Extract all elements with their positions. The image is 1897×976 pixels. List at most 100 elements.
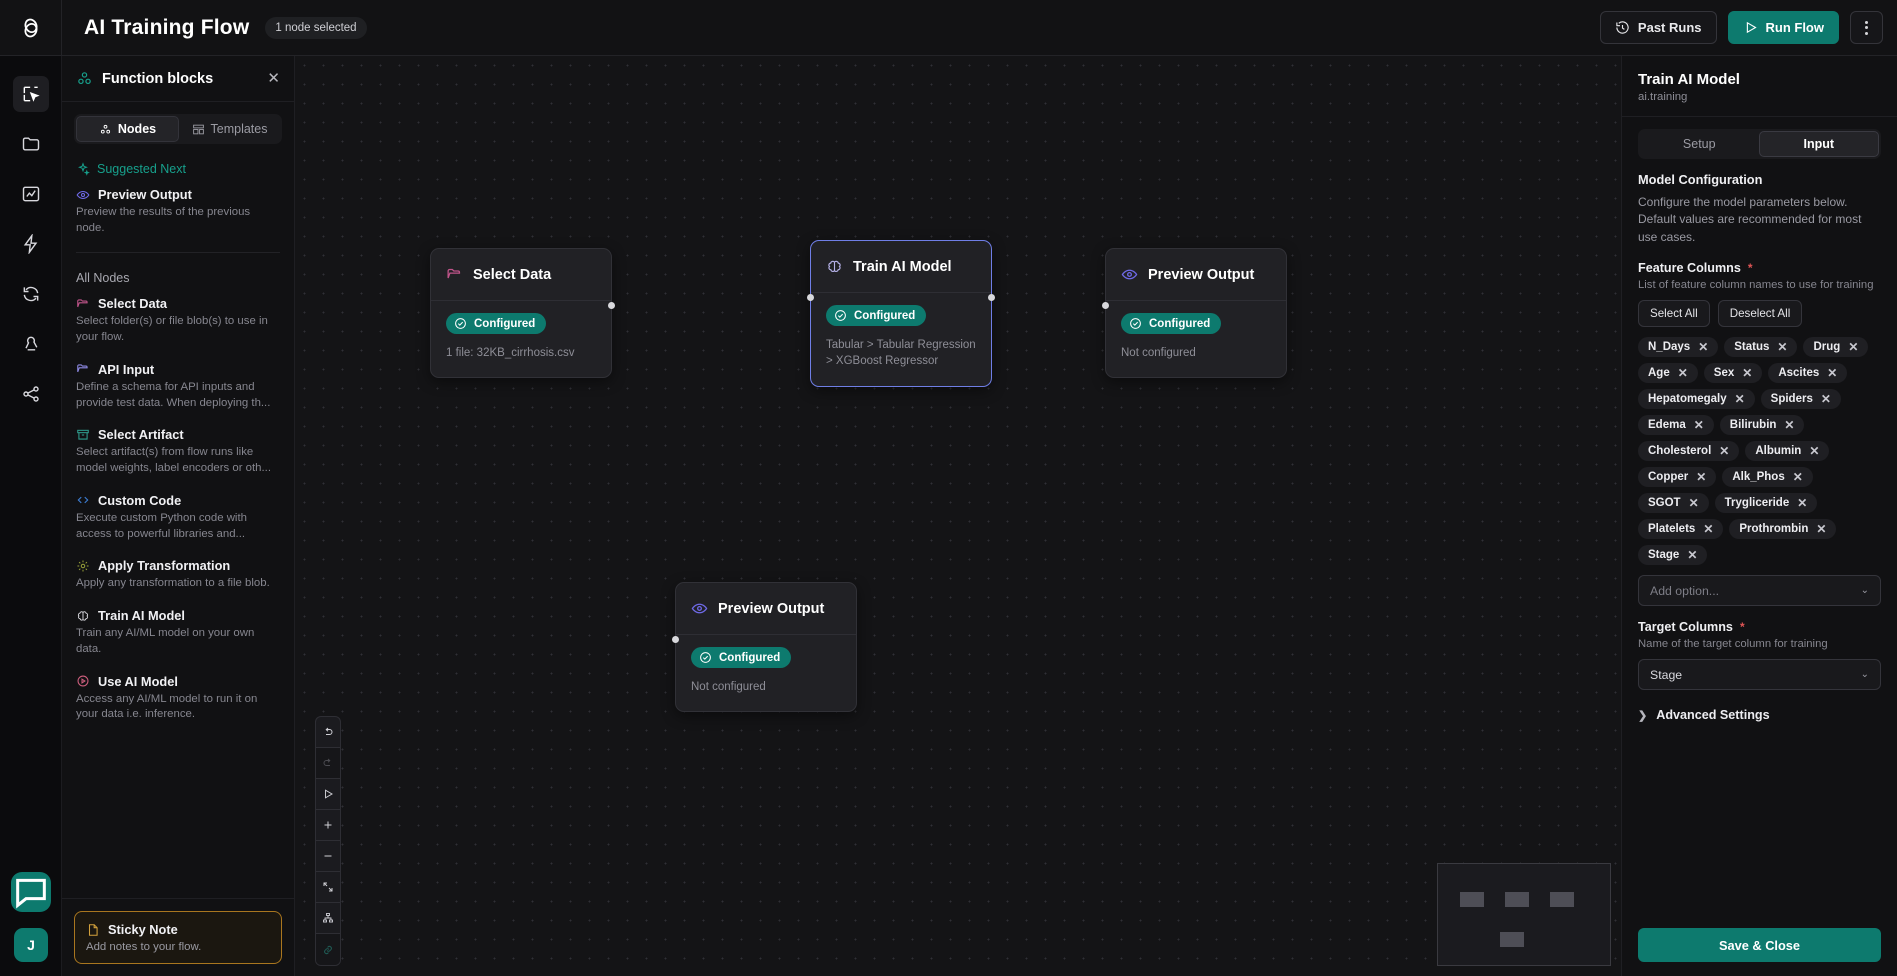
feature-chip[interactable]: Hepatomegaly✕	[1638, 389, 1755, 410]
feature-chip[interactable]: Edema✕	[1638, 415, 1714, 436]
canvas-node-select-data[interactable]: Select Data Configured 1 file: 32KB_cirr…	[430, 248, 615, 379]
undo-button[interactable]	[316, 717, 340, 748]
feature-columns-label: Feature Columns *	[1638, 261, 1881, 275]
remove-chip-icon[interactable]: ✕	[1687, 548, 1698, 563]
input-port[interactable]	[672, 636, 679, 643]
remove-chip-icon[interactable]: ✕	[1848, 340, 1859, 355]
status-label: Configured	[1149, 317, 1211, 330]
play-button[interactable]	[316, 779, 340, 810]
advanced-settings-toggle[interactable]: ❯ Advanced Settings	[1638, 708, 1881, 722]
tab-setup[interactable]: Setup	[1640, 131, 1759, 157]
minimap[interactable]	[1437, 863, 1611, 966]
rail-item-sync[interactable]	[13, 276, 49, 312]
rail-item-select-tool[interactable]	[12, 76, 49, 112]
node-item-custom-code[interactable]: Custom Code Execute custom Python code w…	[76, 493, 280, 542]
flow-canvas[interactable]: Select Data Configured 1 file: 32KB_cirr…	[295, 56, 1621, 976]
feature-chip[interactable]: Alk_Phos✕	[1722, 467, 1813, 488]
save-and-close-button[interactable]: Save & Close	[1638, 928, 1881, 962]
input-port[interactable]	[1102, 302, 1109, 309]
feature-chip[interactable]: N_Days✕	[1638, 337, 1719, 358]
feature-chip[interactable]: Ascites✕	[1768, 363, 1848, 384]
input-port[interactable]	[807, 294, 814, 301]
suggested-node-preview-output[interactable]: Preview Output Preview the results of th…	[76, 187, 280, 236]
tab-templates[interactable]: Templates	[179, 116, 280, 142]
remove-chip-icon[interactable]: ✕	[1816, 522, 1827, 537]
remove-chip-icon[interactable]: ✕	[1809, 444, 1820, 459]
feature-chip[interactable]: SGOT✕	[1638, 493, 1709, 514]
remove-chip-icon[interactable]: ✕	[1797, 496, 1808, 511]
inspector-body[interactable]: Setup Input Model Configuration Configur…	[1622, 117, 1897, 916]
zoom-out-button[interactable]	[316, 841, 340, 872]
rail-item-analytics[interactable]	[13, 176, 49, 212]
remove-chip-icon[interactable]: ✕	[1698, 340, 1709, 355]
run-flow-button[interactable]: Run Flow	[1727, 11, 1839, 44]
remove-chip-icon[interactable]: ✕	[1696, 470, 1707, 485]
feature-chip[interactable]: Copper✕	[1638, 467, 1717, 488]
feature-columns-chips: N_Days✕Status✕Drug✕ Age✕Sex✕Ascites✕ Hepat…	[1638, 337, 1881, 566]
feature-chip[interactable]: Trygliceride✕	[1714, 493, 1818, 514]
lock-links-button[interactable]	[316, 934, 340, 965]
node-item-apply-transformation[interactable]: Apply Transformation Apply any transform…	[76, 558, 280, 592]
remove-chip-icon[interactable]: ✕	[1688, 496, 1699, 511]
node-item-api-input[interactable]: API Input Define a schema for API inputs…	[76, 362, 280, 411]
chevron-right-icon: ❯	[1638, 709, 1648, 722]
remove-chip-icon[interactable]: ✕	[1742, 366, 1753, 381]
remove-chip-icon[interactable]: ✕	[1734, 392, 1745, 407]
feature-chip[interactable]: Sex✕	[1703, 363, 1763, 384]
feature-chip[interactable]: Albumin✕	[1745, 441, 1830, 462]
remove-chip-icon[interactable]: ✕	[1777, 340, 1788, 355]
remove-chip-icon[interactable]: ✕	[1792, 470, 1803, 485]
remove-chip-icon[interactable]: ✕	[1693, 418, 1704, 433]
feature-chip[interactable]: Prothrombin✕	[1729, 519, 1837, 540]
select-all-button[interactable]: Select All	[1638, 300, 1710, 328]
remove-chip-icon[interactable]: ✕	[1820, 392, 1831, 407]
feature-chip[interactable]: Platelets✕	[1638, 519, 1724, 540]
feature-chip[interactable]: Spiders✕	[1760, 389, 1841, 410]
canvas-node-preview-output-1[interactable]: Preview Output Configured Not configured	[1102, 248, 1287, 379]
feature-chip[interactable]: Status✕	[1724, 337, 1798, 358]
output-port[interactable]	[608, 302, 615, 309]
avatar[interactable]: J	[14, 928, 48, 962]
rail-item-share[interactable]	[13, 376, 49, 412]
suggested-next-label: Suggested Next	[97, 162, 186, 176]
app-logo[interactable]	[0, 0, 62, 56]
redo-button[interactable]	[316, 748, 340, 779]
node-list-scroll[interactable]: Suggested Next Preview Output Preview th…	[62, 144, 294, 898]
feature-chip[interactable]: Drug✕	[1803, 337, 1869, 358]
node-item-train-ai-model[interactable]: Train AI Model Train any AI/ML model on …	[76, 608, 280, 657]
rail-item-webhooks[interactable]	[13, 326, 49, 362]
chat-button[interactable]	[11, 872, 51, 912]
rail-item-runs[interactable]	[13, 226, 49, 262]
canvas-node-preview-output-2[interactable]: Preview Output Configured Not configured	[672, 582, 857, 713]
output-port[interactable]	[988, 294, 995, 301]
inspector-footer: Save & Close	[1622, 916, 1897, 976]
sticky-note-card[interactable]: Sticky Note Add notes to your flow.	[74, 911, 282, 964]
node-item-select-data[interactable]: Select Data Select folder(s) or file blo…	[76, 296, 280, 345]
remove-chip-icon[interactable]: ✕	[1703, 522, 1714, 537]
fit-view-button[interactable]	[316, 872, 340, 903]
zoom-in-button[interactable]	[316, 810, 340, 841]
node-item-use-ai-model[interactable]: Use AI Model Access any AI/ML model to r…	[76, 674, 280, 723]
tab-input[interactable]: Input	[1758, 131, 1879, 157]
target-column-select[interactable]: Stage ⌄	[1638, 659, 1881, 691]
remove-chip-icon[interactable]: ✕	[1827, 366, 1838, 381]
feature-chip[interactable]: Cholesterol✕	[1638, 441, 1740, 462]
rail-item-files[interactable]	[13, 126, 49, 162]
close-icon[interactable]: ✕	[267, 70, 280, 87]
function-blocks-panel: Function blocks ✕ Nodes Templates	[62, 56, 295, 976]
tab-input-label: Input	[1803, 137, 1835, 151]
remove-chip-icon[interactable]: ✕	[1677, 366, 1688, 381]
remove-chip-icon[interactable]: ✕	[1719, 444, 1730, 459]
canvas-node-train-ai-model[interactable]: Train AI Model Configured Tabular > Tabu…	[807, 240, 995, 387]
feature-chip[interactable]: Age✕	[1638, 363, 1698, 384]
node-item-select-artifact[interactable]: Select Artifact Select artifact(s) from …	[76, 427, 280, 476]
feature-chip[interactable]: Bilirubin✕	[1719, 415, 1805, 436]
deselect-all-button[interactable]: Deselect All	[1717, 300, 1803, 328]
auto-layout-button[interactable]	[316, 903, 340, 934]
remove-chip-icon[interactable]: ✕	[1784, 418, 1795, 433]
more-menu-button[interactable]	[1850, 11, 1883, 44]
tab-nodes[interactable]: Nodes	[76, 116, 179, 142]
feature-chip[interactable]: Stage✕	[1638, 545, 1708, 566]
past-runs-button[interactable]: Past Runs	[1599, 11, 1717, 44]
add-option-select[interactable]: Add option... ⌄	[1638, 575, 1881, 607]
